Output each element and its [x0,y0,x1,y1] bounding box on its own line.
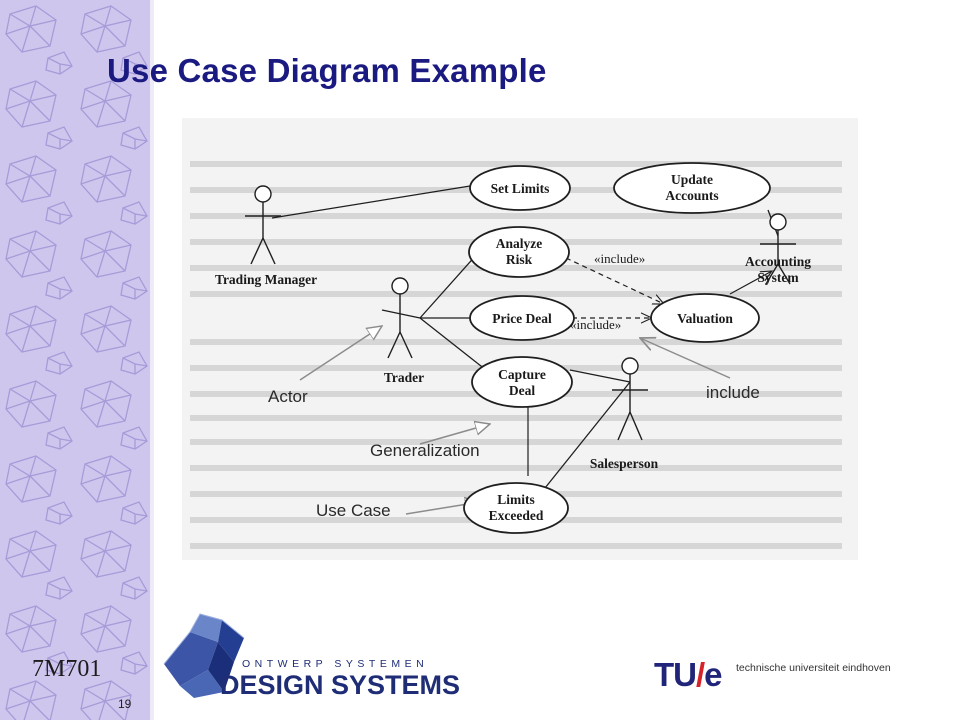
annotation-actor: Actor [268,387,308,406]
page-number: 19 [118,697,132,711]
use-case-analyze-risk [468,226,570,278]
annotation-include: include [706,383,760,402]
tue-wordmark: TU/e [654,656,723,694]
label-trading-manager: Trading Manager [215,272,317,287]
design-systems-crystal-icon: ONTWERP SYSTEMEN DESIGN SYSTEMS [163,613,460,700]
actor-trading-manager-icon [245,185,281,265]
crystal-pattern [0,0,150,720]
label-accounting-system-line1: Accounting [745,254,811,269]
design-systems-logo: ONTWERP SYSTEMEN DESIGN SYSTEMS [162,612,462,702]
use-case-update-accounts [613,162,771,214]
tue-mark-slash: / [696,656,705,693]
label-accounting-system-line2: System [757,270,799,285]
label-include-1: «include» [594,251,645,266]
design-systems-top-text: ONTWERP SYSTEMEN [242,658,428,670]
use-case-labels: Set Limits Update Accounts Analyze Risk … [489,172,734,523]
sidebar-divider [150,0,154,720]
label-capture-deal-line1: Capture [498,367,546,382]
sidebar-decoration [0,0,150,720]
tue-logo: TU/e technische universiteit eindhoven [654,656,904,696]
actor-accounting-system-icon [760,213,796,285]
label-price-deal: Price Deal [492,311,552,326]
label-update-accounts-line2: Accounts [665,188,718,203]
label-trader: Trader [384,370,424,385]
actor-trader-icon [381,277,421,359]
label-set-limits: Set Limits [491,181,550,196]
use-case-valuation [650,293,760,343]
use-case-price-deal [469,295,575,341]
label-include-2: «include» [570,317,621,332]
design-systems-main-text: DESIGN SYSTEMS [220,670,460,700]
label-analyze-risk-line1: Analyze [496,236,543,251]
actor-salesperson-icon [612,357,648,441]
label-salesperson: Salesperson [590,456,659,471]
course-code: 7M701 [32,656,102,682]
label-limits-exceeded-line1: Limits [497,492,535,507]
diagram-panel: Set Limits Update Accounts Analyze Risk … [182,118,858,560]
include-arrows [528,257,772,476]
relation-labels: «include» «include» [570,251,645,332]
tue-mark-tu: TU [654,656,697,693]
annotation-generalization: Generalization [370,441,480,460]
label-update-accounts-line1: Update [671,172,713,187]
label-valuation: Valuation [677,311,733,326]
use-case-limits-exceeded [463,482,569,534]
use-case-set-limits [469,165,571,211]
tue-mark-e: e [704,656,722,693]
label-limits-exceeded-line2: Exceeded [489,508,544,523]
slide-title: Use Case Diagram Example [107,52,547,89]
annotation-labels: Actor include Generalization Use Case [268,383,760,520]
annotation-arrows [299,326,731,515]
label-capture-deal-line2: Deal [509,383,535,398]
actor-labels: Trading Manager Trader Salesperson Accou… [215,254,811,471]
use-case-diagram: Set Limits Update Accounts Analyze Risk … [190,161,842,549]
label-analyze-risk-line2: Risk [506,252,533,267]
use-case-capture-deal [471,356,573,408]
annotation-use-case: Use Case [316,501,391,520]
use-case-shapes [463,162,771,534]
tue-tagline: technische universiteit eindhoven [736,662,891,674]
